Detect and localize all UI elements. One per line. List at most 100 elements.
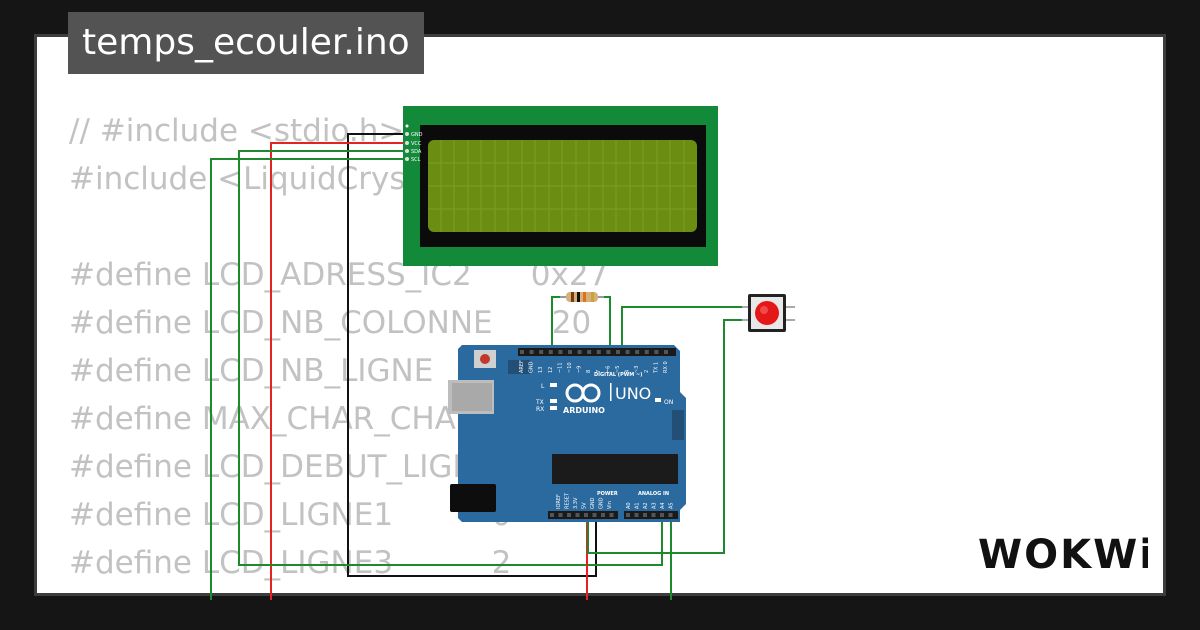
bottom-pin[interactable]	[575, 513, 580, 517]
digital-pin-label: 2	[644, 370, 650, 373]
bottom-pin[interactable]	[651, 513, 656, 517]
bottom-pin[interactable]	[550, 513, 554, 517]
digital-pin-label: ~6	[605, 366, 611, 373]
arduino-brand: ARDUINO	[563, 406, 605, 415]
power-pin-label: 5V	[582, 502, 588, 509]
digital-pin[interactable]	[529, 350, 534, 354]
digital-label: DIGITAL (PWM ~)	[594, 372, 642, 378]
digital-pin[interactable]	[539, 350, 544, 354]
wire-button-gnd[interactable]	[587, 319, 750, 554]
wokwi-logo-text: WOKWi	[978, 532, 1148, 578]
analog-pin-label: A0	[626, 502, 632, 509]
digital-pin-label: RX 0	[663, 361, 669, 373]
analog-pin-label: A1	[635, 502, 641, 509]
digital-pin[interactable]	[644, 350, 649, 354]
status-leds: L TX RX	[535, 383, 557, 413]
lcd-pin-vcc: VCC	[411, 141, 422, 147]
digital-pin-label: ~9	[577, 366, 583, 373]
on-led	[655, 398, 661, 402]
bottom-pin[interactable]	[643, 513, 647, 517]
arduino-uno[interactable]: ARDUINO UNO DIGITAL (PWM ~) POWER ANALOG…	[448, 345, 686, 522]
analog-pin-label: A5	[669, 502, 675, 509]
digital-pin[interactable]	[625, 350, 630, 354]
analog-pin-label: A2	[643, 502, 649, 509]
arduino-logo: ARDUINO UNO	[563, 383, 651, 415]
wire-scl-green[interactable]	[210, 158, 412, 600]
code-line: #define LCD_LIGNE1 0	[69, 497, 512, 533]
push-button[interactable]	[742, 294, 795, 332]
power-jack	[450, 484, 496, 512]
digital-pin-label: GND	[529, 361, 535, 373]
digital-pin[interactable]	[587, 350, 592, 354]
digital-pin[interactable]	[635, 350, 640, 354]
analog-pin-label: A3	[652, 502, 658, 509]
digital-pin-label: ~10	[567, 362, 573, 373]
bottom-pin[interactable]	[601, 513, 605, 517]
arduino-model: UNO	[615, 384, 651, 403]
bottom-pin[interactable]	[609, 513, 614, 517]
wire-sda-green[interactable]	[238, 150, 663, 566]
digital-pin-label: 12	[548, 367, 554, 373]
lcd-pin-header: GND VCC SDA SCL	[405, 124, 423, 163]
atmega-chip	[552, 454, 678, 484]
power-pin-label: IOREF	[556, 494, 562, 509]
bottom-pin[interactable]	[558, 513, 563, 517]
analog-header	[624, 511, 678, 519]
bottom-pin[interactable]	[626, 513, 630, 517]
digital-pin[interactable]	[654, 350, 659, 354]
bottom-pin[interactable]	[668, 513, 673, 517]
power-pin-label: GND	[590, 497, 596, 509]
power-header	[548, 511, 618, 519]
power-pin-label: 3.3V	[573, 497, 579, 509]
power-pin-label: Vin	[607, 501, 613, 509]
digital-pin[interactable]	[558, 350, 563, 354]
lcd-pin-scl: SCL	[411, 157, 421, 163]
wire-resistor-right[interactable]	[600, 296, 611, 350]
wires	[210, 133, 750, 600]
digital-pin[interactable]	[616, 350, 620, 354]
bottom-pin[interactable]	[584, 513, 588, 517]
digital-pin[interactable]	[606, 350, 611, 354]
power-pin-label: GND	[599, 497, 605, 509]
digital-pin[interactable]	[664, 350, 668, 354]
wire-resistor-left[interactable]	[551, 296, 564, 350]
bottom-pin[interactable]	[660, 513, 664, 517]
resistor[interactable]	[560, 292, 604, 302]
digital-pin-label: 7	[596, 370, 602, 373]
power-label: POWER	[597, 491, 618, 497]
digital-pin-label: 8	[586, 370, 592, 373]
digital-pin[interactable]	[577, 350, 582, 354]
digital-pin-label: 13	[538, 367, 544, 373]
digital-pin[interactable]	[596, 350, 601, 354]
digital-pin-label: ~5	[615, 366, 621, 373]
on-label: ON	[664, 399, 673, 406]
code-line: #define LCD_NB_LIGNE 4	[69, 353, 532, 389]
power-pin-label: RESET	[565, 492, 571, 509]
digital-pin[interactable]	[520, 350, 524, 354]
bottom-pin[interactable]	[567, 513, 571, 517]
wokwi-logo[interactable]: WOKWi	[978, 532, 1148, 578]
lcd-pin-gnd: GND	[411, 132, 423, 138]
led-label-tx: TX	[535, 399, 544, 406]
wire-vcc-red[interactable]	[270, 142, 412, 600]
analog-pin-label: A4	[660, 502, 666, 509]
analog-label: ANALOG IN	[638, 491, 669, 497]
bottom-pin[interactable]	[634, 513, 639, 517]
lcd-pin-sda: SDA	[411, 149, 422, 155]
project-title[interactable]: temps_ecouler.ino	[68, 12, 424, 74]
digital-pin-label: ~11	[557, 362, 563, 373]
lcd-char-grid	[428, 140, 697, 232]
digital-pin-label: TX 1	[653, 362, 659, 374]
wire-button-d7[interactable]	[621, 306, 750, 350]
digital-pin-label: 4	[625, 370, 631, 373]
led-label-rx: RX	[536, 406, 544, 413]
led-label-l: L	[541, 383, 545, 390]
digital-pin[interactable]	[548, 350, 553, 354]
lcd-display[interactable]: GND VCC SDA SCL	[403, 106, 718, 266]
digital-pin-label: ~3	[634, 366, 640, 373]
bottom-pin[interactable]	[592, 513, 597, 517]
digital-pin[interactable]	[568, 350, 572, 354]
wire-gnd-black[interactable]	[347, 133, 597, 577]
